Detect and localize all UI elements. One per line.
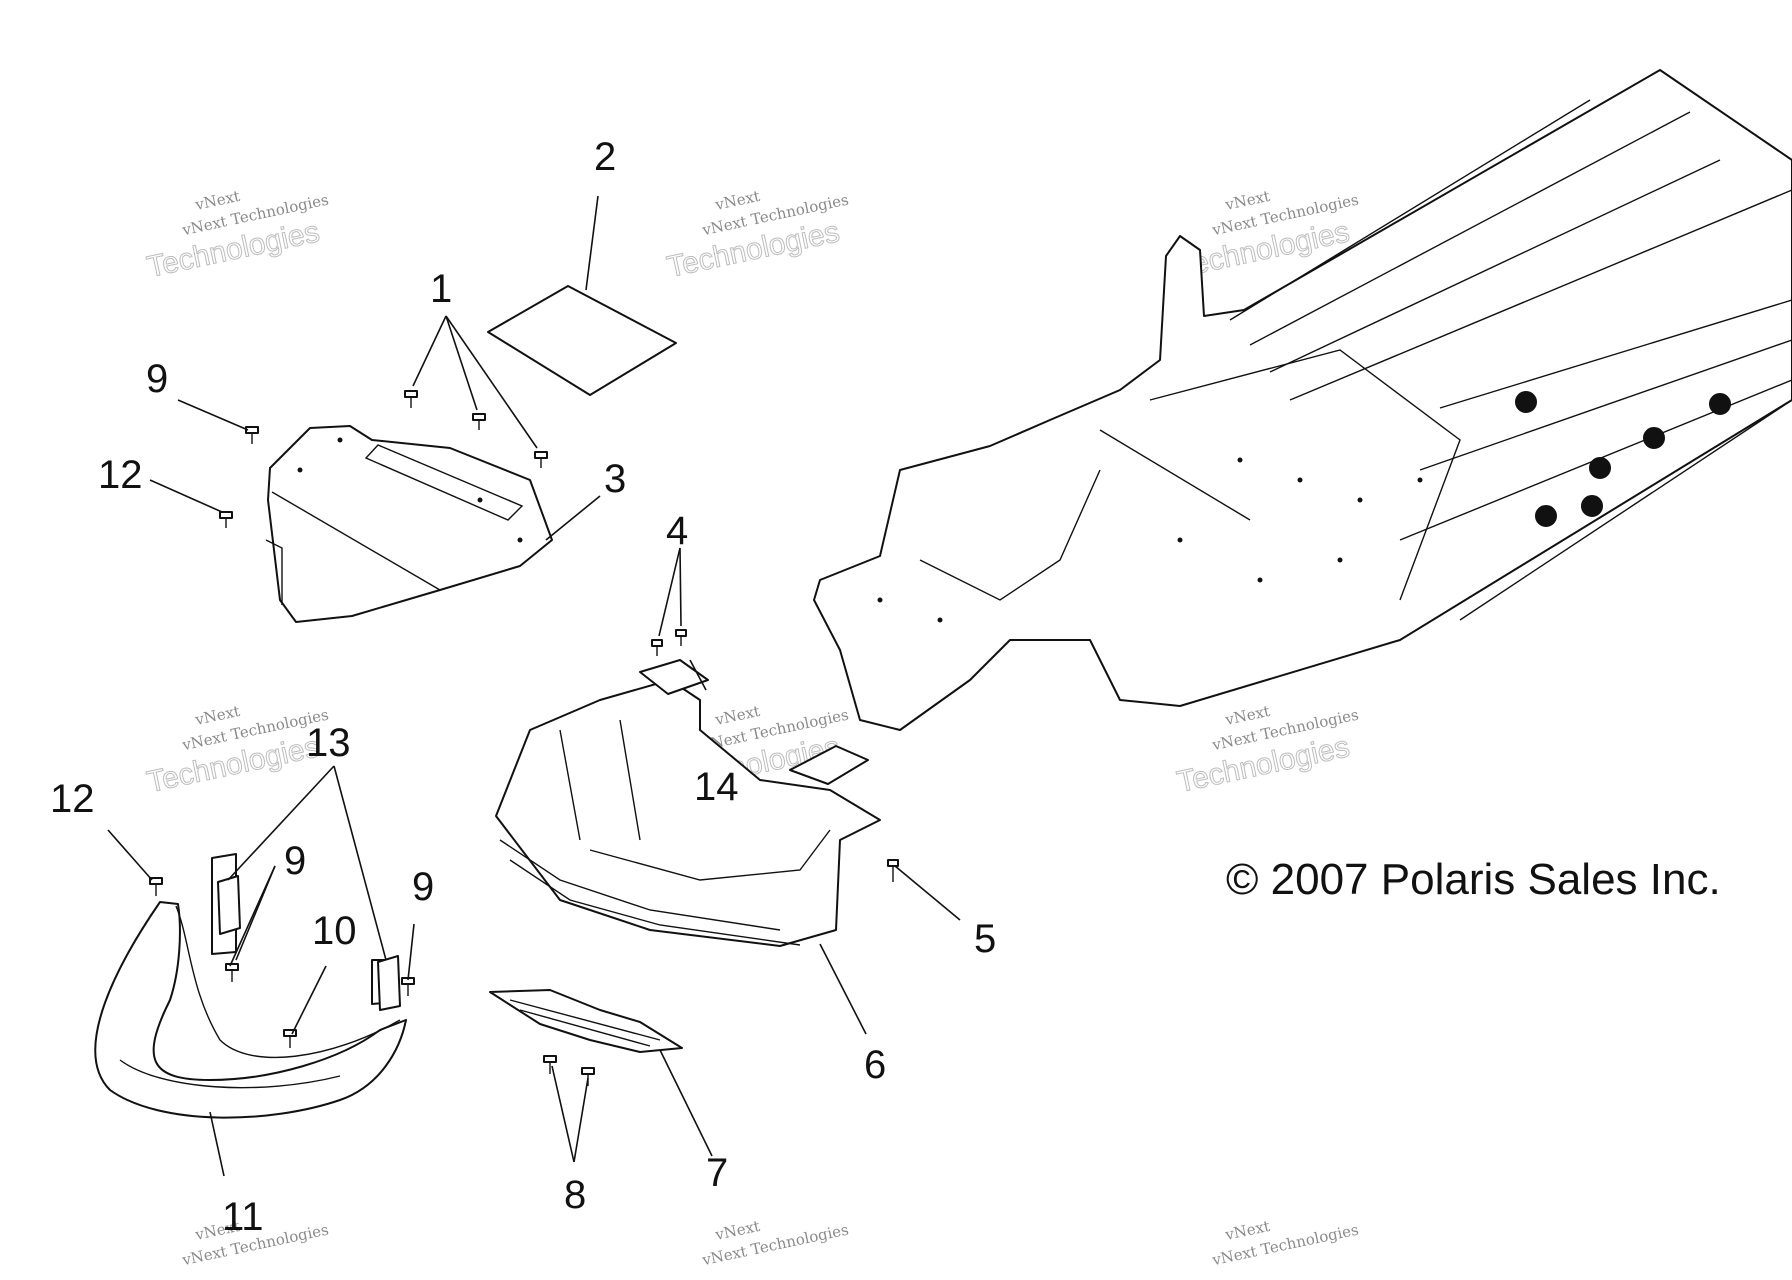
callout-7: 7 [706, 1151, 728, 1195]
fastener-1b [472, 413, 486, 430]
callout-1: 1 [430, 267, 452, 311]
part-13-decal-right [377, 955, 401, 1011]
callout-8: 8 [564, 1173, 586, 1217]
callout-3: 3 [604, 457, 626, 501]
fastener-8a [543, 1055, 557, 1074]
fasteners [149, 390, 899, 1086]
fastener-4a [651, 639, 663, 656]
callout-9a: 9 [146, 357, 168, 401]
fastener-9b [225, 963, 239, 982]
callout-5: 5 [974, 917, 996, 961]
callout-11: 11 [222, 1195, 264, 1239]
watermark: vNext vNext Technologies Technologies [664, 187, 851, 285]
callout-6: 6 [864, 1043, 886, 1087]
fastener-5 [887, 859, 899, 882]
part-3-belly-pan [265, 425, 553, 623]
watermark: vNext vNext Technologies Technologies [144, 187, 331, 285]
fastener-1c [534, 451, 548, 468]
part-6-front-cowl [495, 659, 881, 947]
callout-2: 2 [594, 135, 616, 179]
callout-13: 13 [306, 721, 351, 765]
fastener-9c [401, 977, 415, 996]
fastener-1a [404, 390, 418, 408]
fastener-12b [149, 877, 163, 896]
copyright-notice: © 2007 Polaris Sales Inc. [1226, 855, 1721, 904]
part-2-decal [487, 285, 677, 396]
fastener-4b [675, 629, 687, 646]
callout-9b: 9 [284, 839, 306, 883]
callout-12a: 12 [98, 453, 143, 497]
callouts: 1 2 3 4 5 6 7 8 9 9 9 10 11 12 12 13 14 [50, 135, 996, 1239]
leader-lines [107, 195, 961, 1177]
watermark: vNext vNext Technologies [700, 1217, 850, 1269]
callout-9c: 9 [412, 865, 434, 909]
fastener-8b [581, 1067, 595, 1086]
watermark: vNext vNext Technologies [1210, 1217, 1360, 1269]
fastener-12a [219, 511, 233, 528]
part-13-decal-left [217, 875, 241, 935]
part-11-bumper [94, 853, 407, 1119]
callout-4: 4 [666, 509, 688, 553]
fastener-10 [283, 1029, 297, 1048]
callout-10: 10 [312, 909, 357, 953]
callout-12b: 12 [50, 777, 95, 821]
chassis-tunnel [813, 69, 1792, 731]
part-7-skid-plate [489, 989, 683, 1053]
callout-14: 14 [694, 765, 739, 809]
